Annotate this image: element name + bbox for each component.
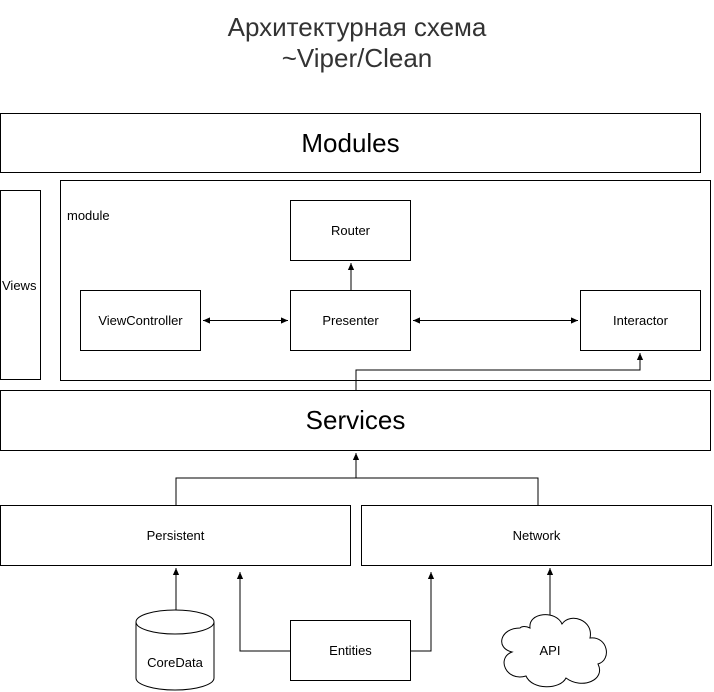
view-controller-node: ViewController [80, 290, 201, 351]
persistent-label: Persistent [146, 528, 205, 543]
edge-entities-network [411, 572, 435, 652]
title-line-2: ~Viper/Clean [281, 43, 433, 73]
router-label: Router [330, 223, 371, 238]
interactor-node: Interactor [580, 290, 701, 351]
services-label: Services [305, 405, 406, 435]
api-cloud-shape [501, 614, 607, 688]
presenter-node: Presenter [290, 290, 411, 351]
module-label: module [67, 208, 110, 223]
views-label: Views [2, 278, 37, 293]
entities-label: Entities [329, 643, 372, 658]
persistent-node: Persistent [0, 505, 351, 566]
router-node: Router [290, 200, 411, 261]
entities-node: Entities [290, 620, 411, 681]
diagram-title: Архитектурная схема ~Viper/Clean [0, 12, 714, 74]
title-line-1: Архитектурная схема [227, 12, 487, 42]
network-label: Network [512, 528, 561, 543]
modules-label: Modules [301, 127, 400, 158]
edge-services-interactor [355, 353, 644, 390]
coredata-cylinder-shape [135, 609, 215, 691]
presenter-label: Presenter [322, 313, 379, 328]
view-controller-label: ViewController [98, 313, 183, 328]
coredata-label: CoreData [147, 655, 203, 670]
edge-persistent-services [175, 477, 539, 505]
edge-entities-persistent [236, 572, 290, 652]
modules-layer: Modules [0, 113, 701, 173]
services-layer: Services [0, 390, 711, 451]
network-node: Network [361, 505, 712, 566]
api-label: API [539, 643, 561, 658]
views-layer [0, 190, 41, 380]
interactor-label: Interactor [613, 313, 668, 328]
